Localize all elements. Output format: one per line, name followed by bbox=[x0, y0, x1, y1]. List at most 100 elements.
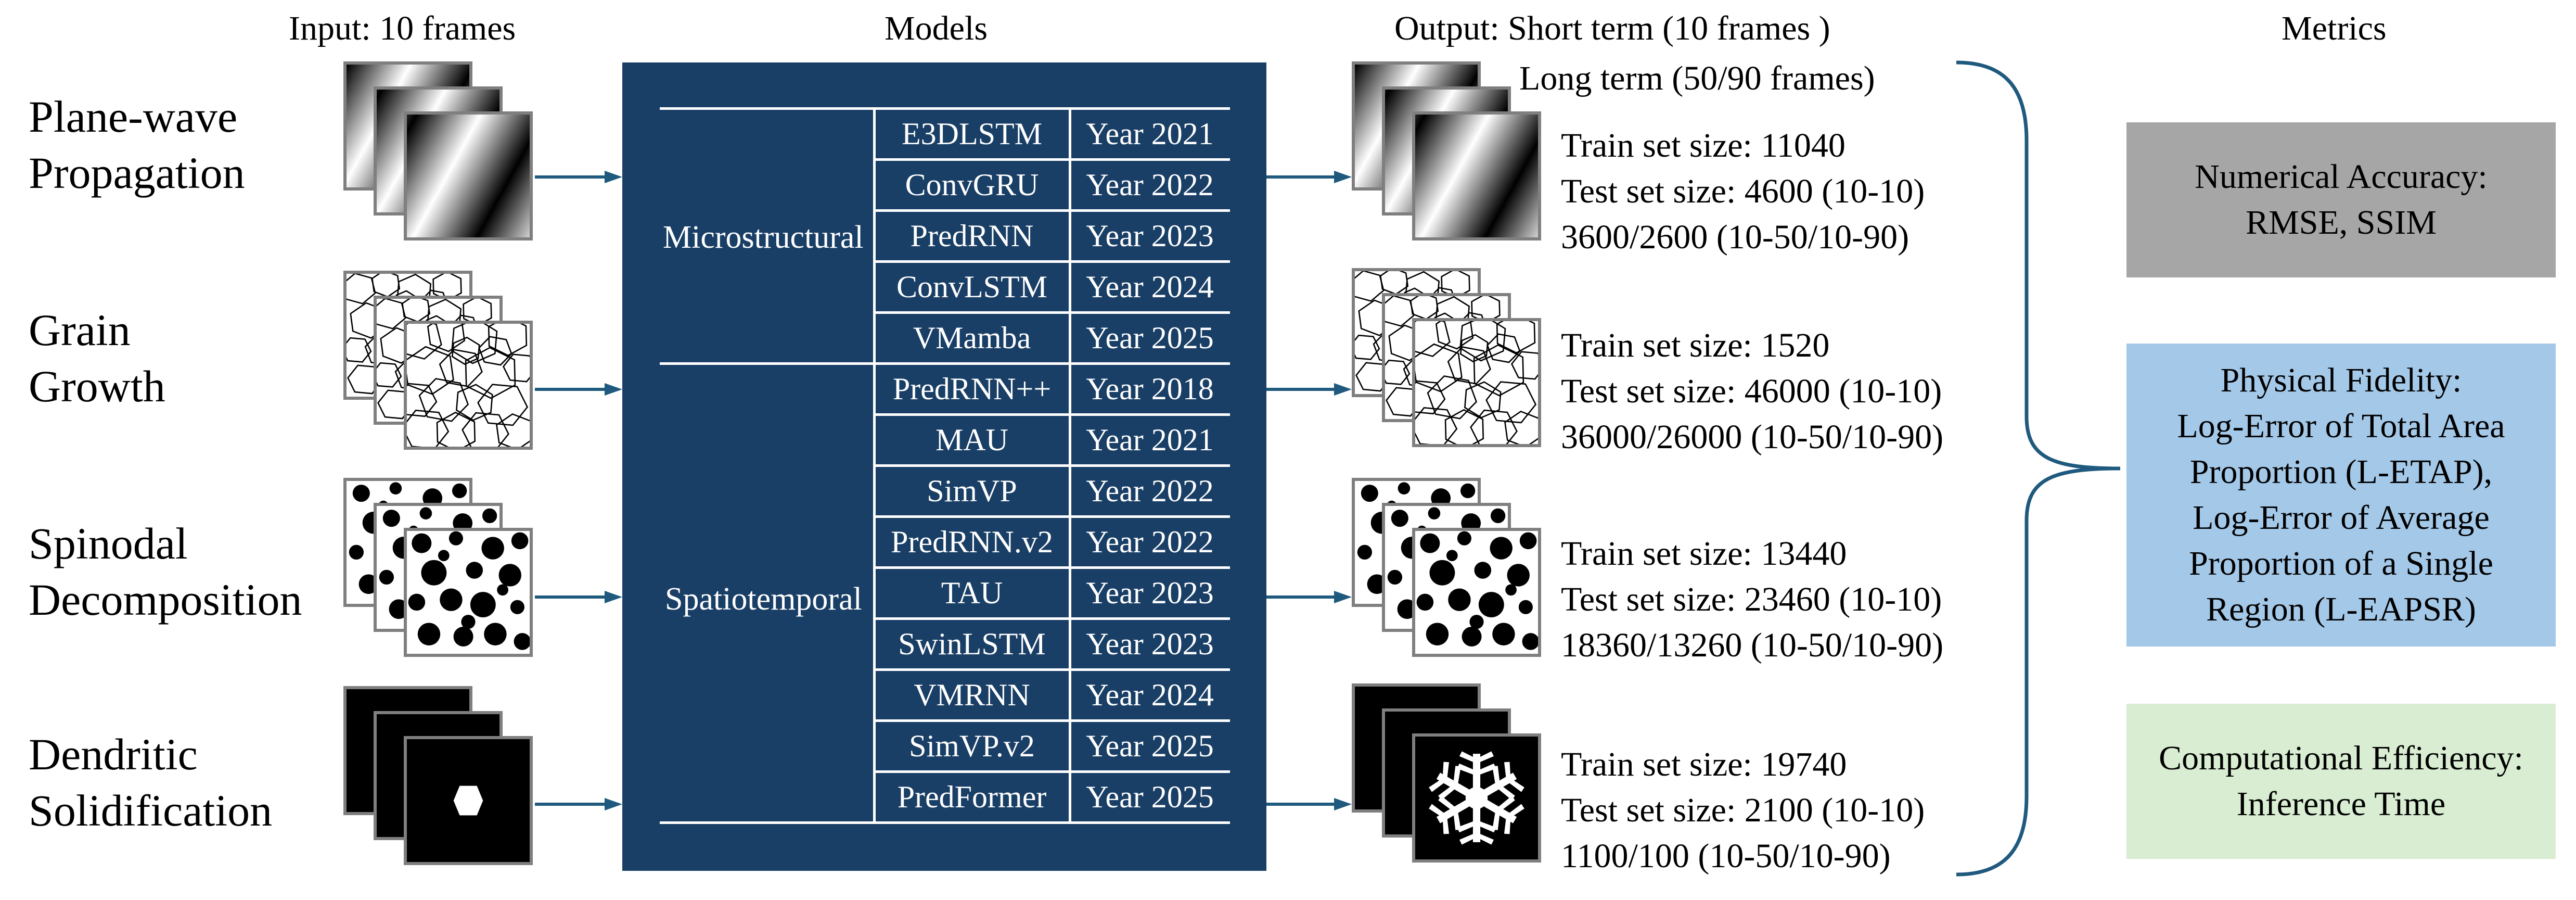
model-year-cell: Year 2025 bbox=[1086, 321, 1214, 355]
row-label-line: Plane-wave bbox=[29, 92, 238, 142]
table-rule bbox=[874, 464, 1230, 467]
metric-line: RMSE, SSIM bbox=[2246, 204, 2437, 242]
test-size: Test set size: 4600 (10-10) bbox=[1561, 172, 1925, 210]
metric-line: Numerical Accuracy: bbox=[2195, 158, 2488, 196]
model-year-cell: Year 2021 bbox=[1086, 117, 1214, 151]
model-name-cell: VMRNN bbox=[914, 678, 1030, 712]
long-term-size: 1100/100 (10-50/10-90) bbox=[1561, 837, 1891, 875]
row-label-spinodal: Spinodal Decomposition bbox=[29, 515, 302, 628]
model-year-cell: Year 2024 bbox=[1086, 678, 1214, 712]
table-rule bbox=[874, 617, 1230, 620]
table-rule bbox=[874, 566, 1230, 569]
row-label-line: Propagation bbox=[29, 148, 245, 198]
table-rule bbox=[874, 158, 1230, 161]
metric-line: Inference Time bbox=[2236, 785, 2446, 823]
metric-line: Computational Efficiency: bbox=[2159, 739, 2523, 777]
model-name-cell: SimVP bbox=[927, 474, 1017, 508]
row-label-grain-growth: Grain Growth bbox=[29, 302, 165, 414]
arrow-icon bbox=[1266, 591, 1352, 603]
table-rule bbox=[874, 260, 1230, 263]
train-size: Train set size: 19740 bbox=[1561, 745, 1847, 783]
metric-line: Region (L-EAPSR) bbox=[2206, 590, 2476, 628]
long-term-size: 18360/13260 (10-50/10-90) bbox=[1561, 626, 1944, 664]
output-frame-image bbox=[1412, 528, 1541, 657]
model-name-cell: TAU bbox=[941, 576, 1003, 610]
row-label-line: Spinodal bbox=[29, 518, 188, 568]
stats-dendritic: Train set size: 19740 Test set size: 210… bbox=[1561, 742, 1925, 879]
metric-line: Proportion of a Single bbox=[2189, 544, 2493, 582]
header-models: Models bbox=[885, 9, 988, 47]
table-rule bbox=[660, 107, 1230, 110]
arrow-icon bbox=[535, 383, 622, 396]
table-rule bbox=[874, 413, 1230, 416]
model-name-cell: ConvGRU bbox=[905, 168, 1039, 202]
stats-spinodal: Train set size: 13440 Test set size: 234… bbox=[1561, 531, 1943, 668]
input-frame-image bbox=[404, 736, 533, 865]
input-frame-image bbox=[404, 528, 533, 657]
model-name-cell: E3DLSTM bbox=[902, 117, 1042, 151]
row-label-dendritic: Dendritic Solidification bbox=[29, 726, 272, 839]
model-year-cell: Year 2025 bbox=[1086, 729, 1214, 763]
row-label-line: Growth bbox=[29, 361, 165, 411]
model-name-cell: PredRNN.v2 bbox=[891, 525, 1053, 559]
model-name-cell: PredRNN++ bbox=[892, 372, 1052, 406]
stats-grain-growth: Train set size: 1520 Test set size: 4600… bbox=[1561, 323, 1943, 460]
group-label-microstructural: Microstructural bbox=[663, 220, 864, 255]
metric-numerical-accuracy: Numerical Accuracy: RMSE, SSIM bbox=[2126, 122, 2556, 277]
model-year-cell: Year 2022 bbox=[1086, 168, 1214, 202]
arrow-icon bbox=[1266, 171, 1352, 183]
header-input: Input: 10 frames bbox=[289, 9, 516, 47]
model-year-cell: Year 2018 bbox=[1086, 372, 1214, 406]
header-output-long: Long term (50/90 frames) bbox=[1519, 59, 1875, 97]
test-size: Test set size: 2100 (10-10) bbox=[1561, 791, 1925, 829]
table-rule bbox=[660, 821, 1230, 824]
metric-line: Proportion (L-ETAP), bbox=[2189, 453, 2493, 491]
output-frame-image bbox=[1412, 318, 1541, 447]
train-size: Train set size: 13440 bbox=[1561, 535, 1847, 573]
table-rule bbox=[874, 719, 1230, 722]
model-name-cell: MAU bbox=[935, 423, 1008, 457]
table-rule bbox=[874, 770, 1230, 773]
model-name-cell: PredFormer bbox=[897, 780, 1047, 814]
metric-line: Log-Error of Average bbox=[2193, 499, 2490, 537]
test-size: Test set size: 46000 (10-10) bbox=[1561, 372, 1942, 410]
model-year-cell: Year 2024 bbox=[1086, 270, 1214, 304]
row-label-line: Solidification bbox=[29, 785, 273, 835]
metric-computational-efficiency: Computational Efficiency: Inference Time bbox=[2126, 704, 2556, 859]
model-year-cell: Year 2023 bbox=[1086, 627, 1214, 661]
model-year-cell: Year 2022 bbox=[1086, 474, 1214, 508]
arrow-icon bbox=[535, 171, 622, 183]
metric-line: Physical Fidelity: bbox=[2220, 361, 2462, 399]
model-name-cell: ConvLSTM bbox=[896, 270, 1048, 304]
header-output: Output: Short term (10 frames ) bbox=[1394, 9, 1830, 47]
train-size: Train set size: 11040 bbox=[1561, 126, 1846, 164]
model-year-cell: Year 2023 bbox=[1086, 219, 1214, 253]
output-frame-image bbox=[1412, 111, 1541, 240]
row-label-line: Grain bbox=[29, 305, 131, 355]
arrow-icon bbox=[535, 798, 622, 810]
table-rule bbox=[874, 515, 1230, 518]
row-label-line: Dendritic bbox=[29, 729, 198, 779]
arrow-icon bbox=[1266, 798, 1352, 810]
input-frame-image bbox=[404, 321, 533, 450]
row-label-plane-wave: Plane-wave Propagation bbox=[29, 88, 245, 201]
table-rule bbox=[874, 209, 1230, 212]
model-year-cell: Year 2023 bbox=[1086, 576, 1214, 610]
train-size: Train set size: 1520 bbox=[1561, 326, 1830, 364]
long-term-size: 3600/2600 (10-50/10-90) bbox=[1561, 218, 1909, 256]
table-rule bbox=[873, 108, 876, 822]
model-name-cell: SwinLSTM bbox=[898, 627, 1046, 661]
header-metrics: Metrics bbox=[2282, 9, 2387, 47]
table-rule bbox=[874, 668, 1230, 671]
table-rule bbox=[874, 311, 1230, 314]
output-frame-image bbox=[1412, 733, 1541, 863]
model-year-cell: Year 2025 bbox=[1086, 780, 1214, 814]
row-label-line: Decomposition bbox=[29, 575, 302, 625]
metric-line: Log-Error of Total Area bbox=[2177, 407, 2505, 445]
arrow-icon bbox=[1266, 383, 1352, 396]
table-rule bbox=[1069, 108, 1071, 822]
group-label-spatiotemporal: Spatiotemporal bbox=[665, 581, 862, 617]
long-term-size: 36000/26000 (10-50/10-90) bbox=[1561, 418, 1944, 456]
curly-brace-icon bbox=[1956, 60, 2121, 877]
